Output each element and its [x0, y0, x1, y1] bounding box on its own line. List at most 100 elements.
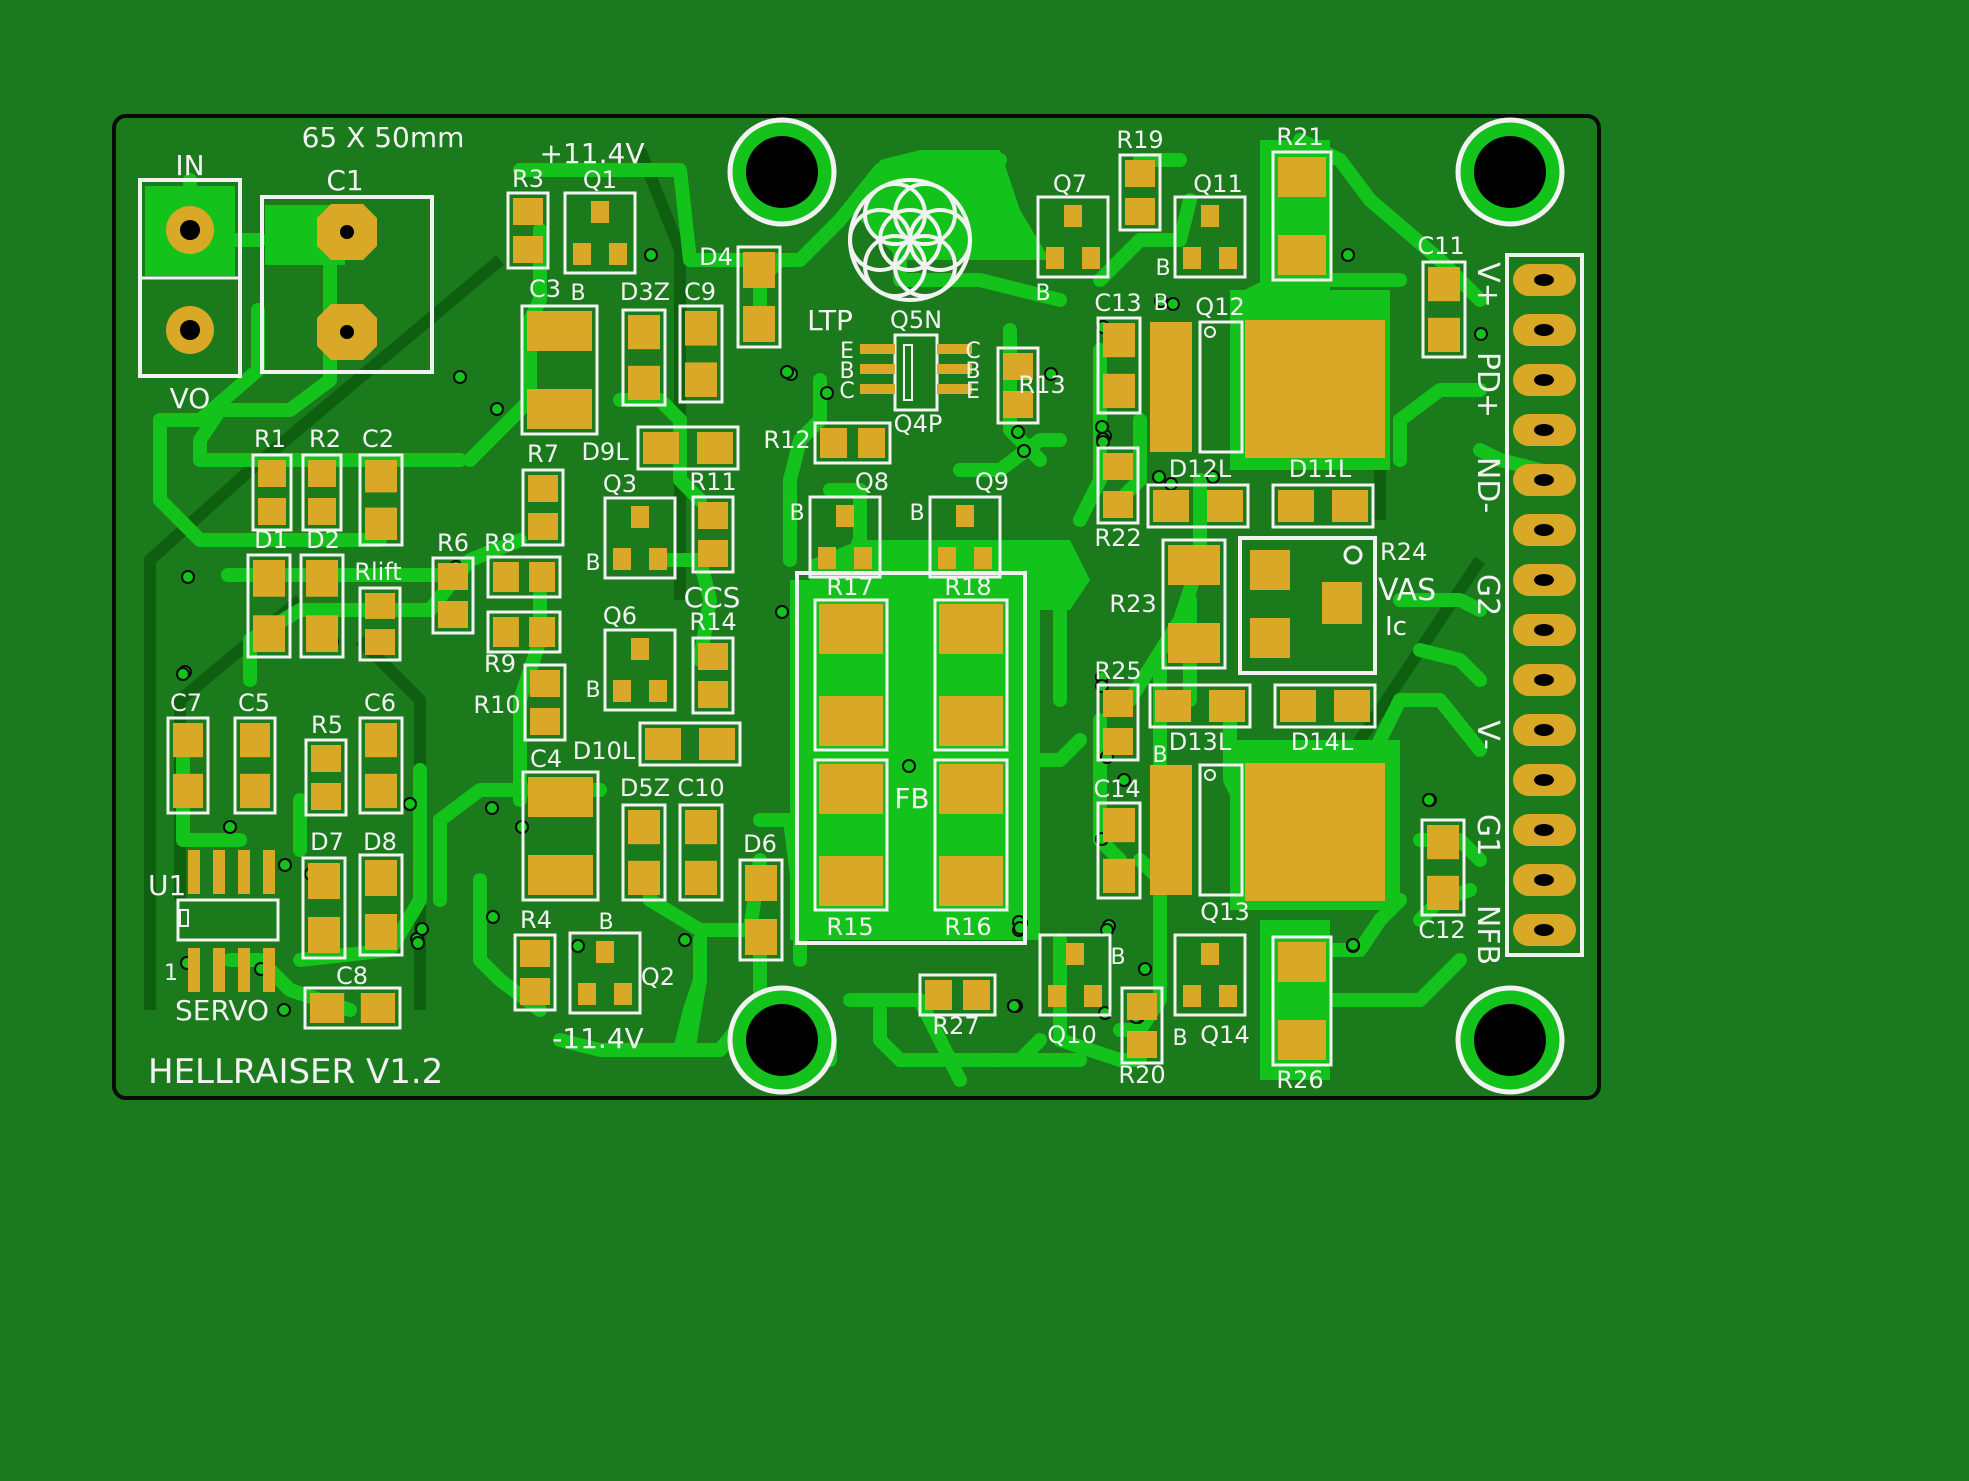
smd-pad	[529, 617, 555, 647]
smd-pad	[365, 914, 397, 950]
smd-pad	[1428, 317, 1460, 352]
smd-pad	[528, 475, 558, 502]
refdes-d13l: D13L	[1169, 728, 1232, 756]
smd-pad	[698, 643, 728, 670]
smd-pad	[520, 940, 550, 967]
vo-label: VO	[170, 382, 211, 415]
smd-pad	[643, 432, 679, 464]
component-r22: R22	[1094, 446, 1142, 552]
component-r26: R26	[1271, 935, 1333, 1094]
smd-pad	[698, 681, 728, 708]
smd-pad	[743, 306, 775, 342]
smd-pad	[1155, 690, 1191, 722]
q5n-label: Q5N	[890, 306, 942, 334]
component-c6: C6	[358, 689, 404, 815]
smd-pad	[938, 547, 956, 569]
smd-pad	[685, 810, 717, 845]
smd-pad	[836, 505, 854, 527]
smd-pad	[573, 243, 591, 265]
smd-pad	[1219, 247, 1237, 269]
q4p-label: Q4P	[894, 410, 943, 438]
smd-pad	[578, 983, 596, 1005]
ltp-pin-right: C	[965, 339, 980, 364]
refdes-r11: R11	[689, 468, 736, 496]
via	[1117, 773, 1131, 787]
input-terminal	[138, 178, 242, 378]
smd-pad	[365, 723, 397, 758]
smd-pad	[1278, 157, 1326, 197]
refdes-q9: Q9	[975, 468, 1009, 496]
smd-pad	[745, 865, 777, 901]
refdes-r21: R21	[1276, 123, 1323, 151]
refdes-d12l: D12L	[1169, 455, 1232, 483]
refdes-c7: C7	[170, 689, 202, 717]
copper-trace	[653, 553, 717, 667]
component-r6: R6	[431, 529, 475, 635]
component-q1: Q1B	[563, 166, 637, 306]
refdes-c2: C2	[362, 425, 394, 453]
smd-pad	[925, 980, 952, 1010]
board-size-label: 65 X 50mm	[302, 121, 465, 154]
component-r11: R11	[689, 468, 737, 574]
smd-pad	[1103, 690, 1133, 717]
component-q2: Q2 B	[568, 910, 675, 1015]
smd-pad	[1048, 985, 1066, 1007]
dpak-tab	[1245, 320, 1385, 458]
smd-pad	[1103, 808, 1135, 843]
smd-pad	[311, 783, 341, 810]
component-r23: R23	[1109, 538, 1227, 670]
base-pin-label: B	[598, 910, 613, 935]
refdes-r7: R7	[527, 440, 559, 468]
positive-rail-label: +11.4V	[540, 137, 645, 170]
smd-pad	[649, 680, 667, 702]
component-r15: R15	[813, 758, 889, 941]
copper-trace	[783, 373, 827, 567]
via	[571, 939, 585, 953]
smd-pad	[685, 860, 717, 895]
smd-pad	[939, 764, 1003, 814]
smd-pad	[258, 498, 286, 525]
refdes-c8: C8	[336, 962, 368, 990]
smd-pad	[963, 980, 990, 1010]
component-c9: C9	[678, 278, 724, 404]
connector-label-5: V-	[1470, 720, 1505, 750]
via	[411, 936, 425, 950]
smd-pad	[308, 863, 340, 899]
component-r24: R24	[1238, 536, 1427, 675]
refdes-c6: C6	[364, 689, 396, 717]
smd-pad	[528, 777, 593, 817]
via	[1474, 327, 1488, 341]
refdes-c10: C10	[677, 774, 724, 802]
smd-pad	[1201, 205, 1219, 227]
smd-pad	[685, 362, 717, 397]
via	[1346, 938, 1360, 952]
mounting-hole	[746, 1004, 818, 1076]
component-r12: R12	[763, 421, 892, 465]
smd-pad	[365, 507, 397, 540]
refdes-r5: R5	[311, 711, 343, 739]
smd-pad	[1103, 858, 1135, 893]
component-r17: R17	[813, 573, 889, 752]
smd-pad	[308, 917, 340, 953]
smd-pad	[240, 723, 270, 758]
refdes-q1: Q1	[583, 166, 617, 194]
component-q9: Q9B	[909, 468, 1009, 579]
smd-pad	[939, 696, 1003, 746]
refdes-d14l: D14L	[1291, 728, 1354, 756]
smd-pad	[699, 728, 735, 760]
smd-pad	[1103, 323, 1135, 358]
refdes-q2: Q2	[641, 963, 675, 991]
smd-pad	[819, 856, 883, 906]
refdes-d7: D7	[310, 828, 344, 856]
smd-pad	[308, 498, 336, 525]
smd-pad	[1278, 235, 1326, 275]
component-c7: C7	[166, 689, 210, 815]
inner-trace	[144, 255, 504, 1010]
refdes-r26: R26	[1276, 1066, 1323, 1094]
smd-pad	[1046, 247, 1064, 269]
smd-pad	[1127, 1031, 1157, 1058]
component-r25: R25	[1094, 657, 1142, 762]
